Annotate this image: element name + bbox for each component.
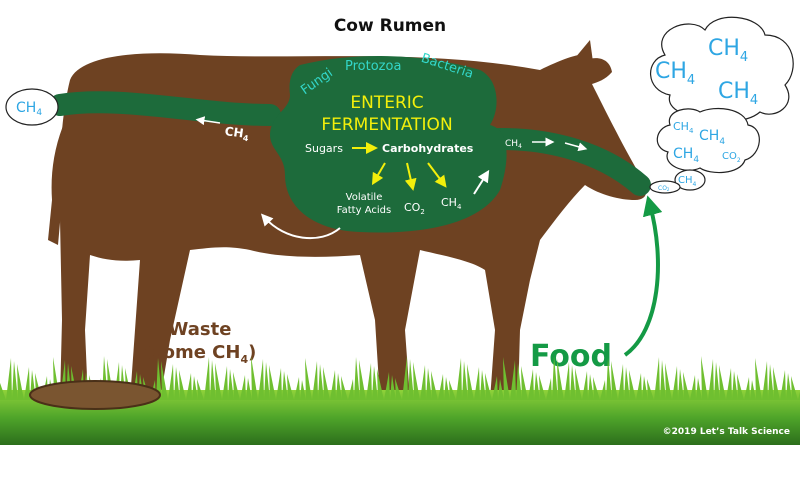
burp-cloud-large xyxy=(650,16,794,122)
arrow-ch4-mouth-2 xyxy=(564,142,588,152)
title: Cow Rumen xyxy=(334,16,446,36)
process-title-line2: FERMENTATION xyxy=(321,115,452,135)
food-arrow xyxy=(623,195,663,357)
rumen xyxy=(270,55,507,233)
arrow-ch4-up xyxy=(473,169,490,195)
burp-cloud-medium xyxy=(656,107,760,174)
burp-cloud-tiny xyxy=(649,180,681,194)
manure-pile xyxy=(29,380,161,410)
arrow-vfa-absorbed xyxy=(260,213,341,240)
process-title-line1: ENTERIC xyxy=(350,93,423,113)
svg-text:CH4: CH4 xyxy=(655,59,695,88)
burp-gases: CH4 CH4 CH4 CH4 CH4 CH4 CO2 CH4 CO2 xyxy=(655,36,758,192)
microbe-protozoa: Protozoa xyxy=(345,59,401,74)
svg-text:CO2: CO2 xyxy=(658,185,670,192)
svg-text:CH4: CH4 xyxy=(718,79,758,108)
carbohydrates-label: Carbohydrates xyxy=(382,142,474,155)
waste-label-line2: (some CH4) xyxy=(144,342,257,366)
arrow-ch4-tail xyxy=(195,116,221,126)
ch4-rumen-label: CH4 xyxy=(441,196,462,211)
waste-label-line1: Waste xyxy=(169,319,232,340)
ch4-tail-label: CH4 xyxy=(224,124,251,143)
vfa-line2: Fatty Acids xyxy=(337,205,391,216)
svg-text:CH4: CH4 xyxy=(673,120,694,135)
sugars-label: Sugars xyxy=(305,142,343,155)
svg-text:CO2: CO2 xyxy=(722,151,741,164)
vfa-line1: Volatile xyxy=(346,192,383,203)
tail-gas-bubble: CH4 xyxy=(5,88,59,126)
svg-text:CH4: CH4 xyxy=(708,36,748,65)
arrow-to-ch4 xyxy=(427,162,447,188)
svg-text:CH4: CH4 xyxy=(673,146,699,165)
co2-label: CO2 xyxy=(404,201,425,216)
burp-cloud-small xyxy=(674,169,706,191)
svg-text:CH4: CH4 xyxy=(678,175,697,188)
food-label: Food xyxy=(530,339,612,374)
arrow-to-vfa xyxy=(371,162,386,186)
svg-text:CH4: CH4 xyxy=(16,100,42,118)
svg-text:CH4: CH4 xyxy=(699,128,725,147)
ch4-mouth-label: CH4 xyxy=(505,139,522,150)
arrow-to-co2 xyxy=(404,162,417,191)
copyright: ©2019 Let’s Talk Science xyxy=(663,427,790,437)
